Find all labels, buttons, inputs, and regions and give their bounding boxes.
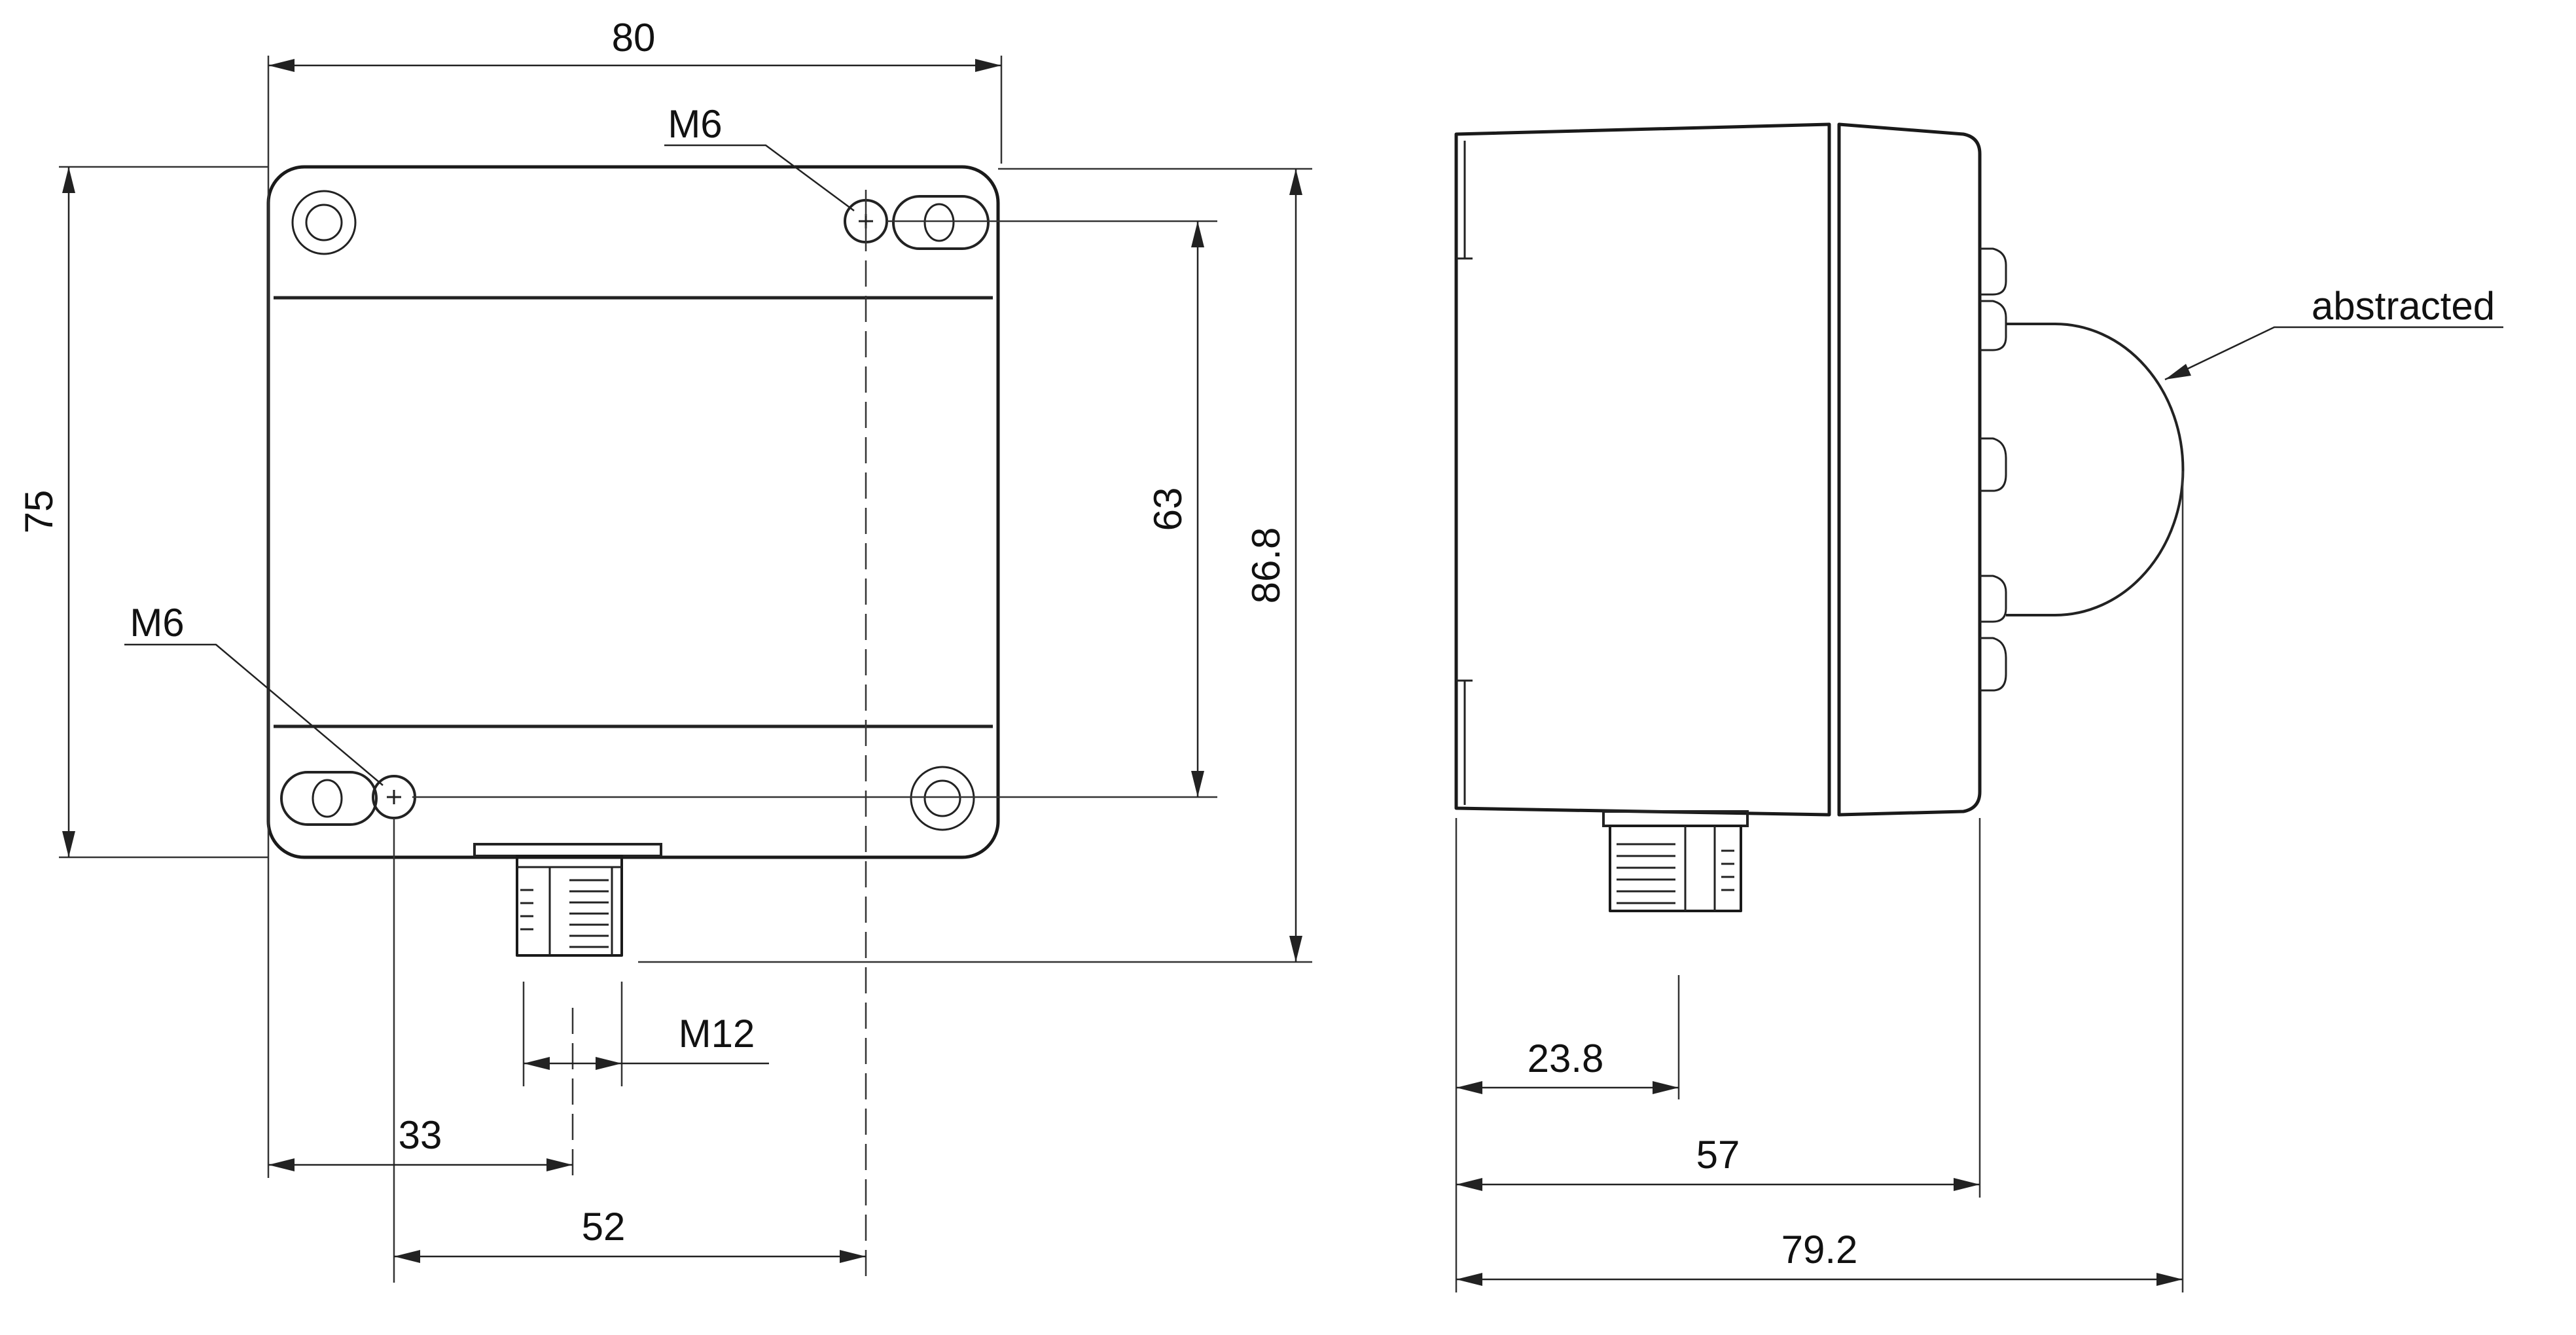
dim-label-75: 75 xyxy=(17,490,61,534)
dim-label-52: 52 xyxy=(582,1205,626,1249)
callout-abstracted: abstracted xyxy=(2312,284,2495,328)
callout-m12: M12 xyxy=(679,1012,755,1056)
dim-label-33: 33 xyxy=(399,1113,442,1157)
front-view: 80 75 63 86.8 33 52 M12 M6 M6 xyxy=(17,16,1312,1283)
callout-m6-top: M6 xyxy=(668,102,722,146)
dim-label-86-8: 86.8 xyxy=(1244,527,1288,604)
lid-bumps xyxy=(1980,247,2007,692)
front-dimension-lines xyxy=(62,59,1302,1263)
dim-label-79-2: 79.2 xyxy=(1781,1228,1858,1272)
dim-label-63: 63 xyxy=(1146,488,1190,531)
abstracted-dome xyxy=(2006,323,2185,616)
side-dimension-lines xyxy=(1456,1081,2183,1286)
front-housing-outline xyxy=(266,165,1000,859)
m12-connector-front xyxy=(473,843,662,957)
dim-label-80: 80 xyxy=(612,16,656,60)
slot-top-right xyxy=(892,195,990,250)
corner-screw-top-left xyxy=(291,190,357,255)
dim-label-23-8: 23.8 xyxy=(1528,1037,1604,1080)
side-view: 23.8 57 79.2 abstracted xyxy=(1454,122,2503,1292)
leader-abstracted xyxy=(2164,326,2503,381)
corner-screw-bottom-right xyxy=(910,766,975,831)
m12-connector-side xyxy=(1602,810,1749,912)
side-lid xyxy=(1837,122,1982,817)
leader-m6-top xyxy=(664,144,855,212)
side-extension-lines xyxy=(1455,471,2184,1292)
slot-bottom-left xyxy=(280,771,378,826)
front-extension-lines xyxy=(59,56,1312,1283)
callout-m6-bottom: M6 xyxy=(130,601,184,645)
side-base-body xyxy=(1454,122,1831,817)
dim-label-57: 57 xyxy=(1696,1133,1740,1177)
leader-m6-bottom xyxy=(124,643,384,786)
